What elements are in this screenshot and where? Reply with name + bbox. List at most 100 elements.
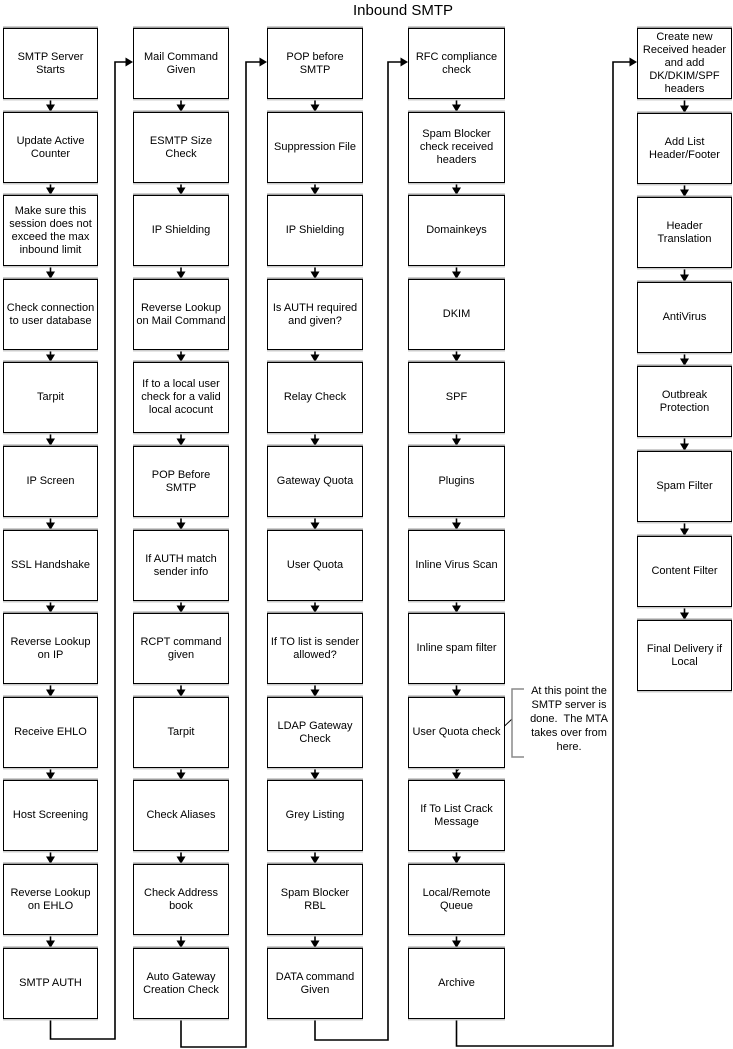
flow-box-label: Tarpit [167,726,195,738]
flow-box-column-4-step-4: DKIM [408,279,505,350]
arrowhead-down-icon [310,354,320,362]
flow-box-column-4-step-3: Domainkeys [408,195,505,266]
flow-box-label: Grey Listing [285,809,345,821]
flow-box-label: Host Screening [12,809,89,821]
flow-box-column-4-step-1: RFC compliance check [408,28,505,99]
arrowhead-down-icon [310,689,320,697]
flow-box-label: User Quota [286,559,344,571]
arrowhead-down-icon [310,187,320,195]
arrowhead-down-icon [46,689,55,697]
arrowhead-right-icon [125,57,133,67]
flow-box-label: Content Filter [651,565,718,577]
flow-box-label: IP Screen [26,475,75,487]
flow-box-column-1-step-8: Reverse Lookup on IP [3,613,98,684]
flow-box-label: Final Delivery if Local [646,642,723,668]
flow-box-label: User Quota check [412,726,501,738]
flow-box-column-2-step-3: IP Shielding [133,195,229,266]
arrowhead-down-icon [310,522,320,530]
flow-box-column-2-step-6: POP Before SMTP [133,446,229,517]
flow-box-label: IP Shielding [151,224,211,236]
flow-box-label: AntiVirus [662,311,707,323]
flow-box-label: IP Shielding [285,224,345,236]
flow-box-column-1-step-10: Host Screening [3,780,98,851]
flow-box-label: POP Before SMTP [151,468,211,494]
flow-box-column-3-step-4: Is AUTH required and given? [267,279,363,350]
flow-box-column-3-step-1: POP before SMTP [267,28,363,99]
flow-box-column-3-step-3: IP Shielding [267,195,363,266]
arrowhead-down-icon [452,104,461,112]
flow-box-column-5-step-7: Content Filter [637,536,732,607]
arrowhead-down-icon [452,522,461,530]
flow-box-label: Spam Filter [656,480,713,492]
arrowhead-down-icon [452,772,461,780]
arrowhead-down-icon [46,354,55,362]
flow-box-column-5-step-2: Add List Header/Footer [637,113,732,184]
arrowhead-down-icon [310,271,320,279]
arrowhead-down-icon [176,940,186,948]
diagram-title: Inbound SMTP [352,2,454,19]
arrowhead-down-icon [452,689,461,697]
arrowhead-down-icon [310,940,320,948]
flow-box-label: SSL Handshake [10,559,91,571]
arrowhead-down-icon [176,271,186,279]
flow-box-column-3-step-8: If TO list is sender allowed? [267,613,363,684]
flow-box-column-4-step-10: If To List Crack Message [408,780,505,851]
flow-box-column-2-step-9: Tarpit [133,697,229,768]
flow-box-column-5-step-8: Final Delivery if Local [637,620,732,691]
flow-box-column-4-step-2: Spam Blocker check received headers [408,112,505,183]
flow-box-label: Spam Blocker check received headers [419,128,494,166]
flow-box-column-3-step-2: Suppression File [267,112,363,183]
arrowhead-down-icon [680,105,689,113]
arrowhead-down-icon [680,358,689,366]
arrowhead-down-icon [176,856,186,864]
flow-box-label: RCPT command given [140,635,222,661]
flow-box-column-2-step-7: If AUTH match sender info [133,530,229,601]
flow-box-column-4-step-12: Archive [408,948,505,1019]
arrowhead-down-icon [310,438,320,446]
flow-box-label: Gateway Quota [276,475,354,487]
flow-box-column-5-step-3: Header Translation [637,197,732,268]
flow-box-label: LDAP Gateway Check [277,719,353,745]
flow-box-column-1-step-2: Update Active Counter [3,112,98,183]
flow-box-label: SMTP Server Starts [17,50,84,76]
flow-box-label: Check connection to user database [6,301,95,327]
flow-box-label: Relay Check [283,391,347,403]
flow-box-column-5-step-1: Create new Received header and add DK/DK… [637,28,732,99]
arrowhead-down-icon [46,438,55,446]
flow-box-label: Create new Received header and add DK/DK… [642,31,727,95]
flow-box-label: Outbreak Protection [659,388,710,414]
flow-box-column-2-step-5: If to a local user check for a valid loc… [133,362,229,433]
arrowhead-down-icon [680,189,689,197]
flow-box-label: Local/Remote Queue [422,886,491,912]
flow-box-label: Auto Gateway Creation Check [143,970,219,996]
flow-box-label: Check Address book [144,886,218,912]
flow-box-label: Receive EHLO [14,726,87,738]
flow-box-label: Header Translation [657,219,712,245]
arrowhead-down-icon [176,522,186,530]
flow-box-label: If AUTH match sender info [145,552,217,578]
flow-box-column-5-step-4: AntiVirus [637,282,732,353]
arrowhead-down-icon [176,689,186,697]
flow-box-label: DKIM [442,308,471,320]
flow-box-label: Archive [438,977,475,989]
arrowhead-down-icon [46,772,55,780]
arrowhead-down-icon [680,443,689,451]
flow-box-label: SMTP AUTH [19,977,82,989]
flow-box-column-3-step-9: LDAP Gateway Check [267,697,363,768]
annotation-line: takes over from [531,727,607,739]
flow-box-column-2-step-12: Auto Gateway Creation Check [133,948,229,1019]
flow-box-column-1-step-6: IP Screen [3,446,98,517]
flow-box-column-3-step-5: Relay Check [267,362,363,433]
flow-box-column-3-step-11: Spam Blocker RBL [267,864,363,935]
arrowhead-down-icon [46,605,55,613]
flow-box-column-2-step-2: ESMTP Size Check [133,112,229,183]
annotation-line: SMTP server is [531,699,607,711]
flow-box-column-1-step-4: Check connection to user database [3,279,98,350]
arrowhead-down-icon [176,772,186,780]
flow-box-label: Is AUTH required and given? [272,301,358,327]
arrowhead-down-icon [310,772,320,780]
arrowhead-down-icon [176,438,186,446]
arrowhead-down-icon [46,271,55,279]
arrowhead-down-icon [310,104,320,112]
